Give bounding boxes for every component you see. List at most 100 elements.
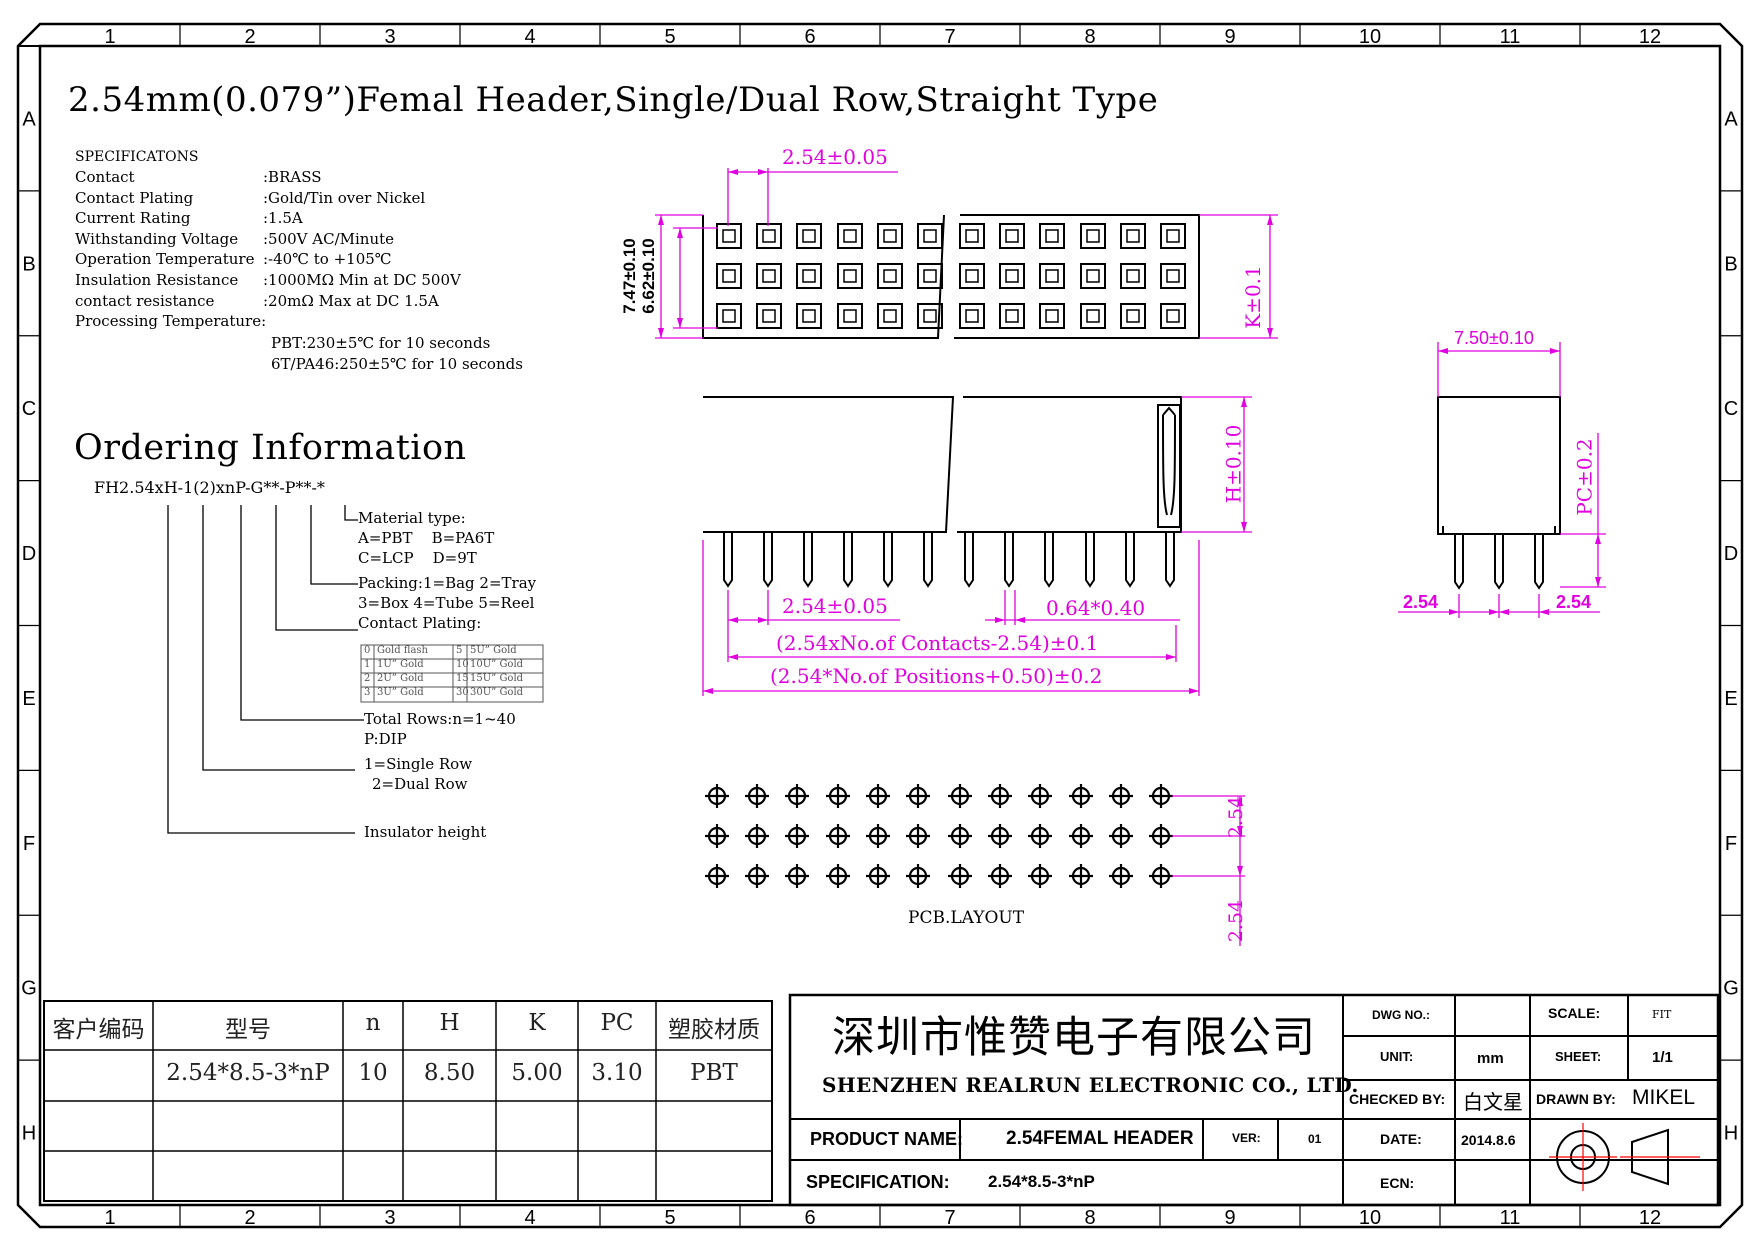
dim-front-pitch: 2.54±0.05: [782, 594, 888, 618]
grid-row-H: H: [22, 1123, 36, 1145]
dim-side-pitch-left: 2.54: [1403, 592, 1439, 612]
date-value: 2014.8.6: [1461, 1132, 1516, 1148]
spec-value: :20mΩ Max at DC 1.5A: [263, 291, 439, 310]
contact-hole-inner: [1126, 269, 1140, 283]
contact-hole-inner: [762, 269, 776, 283]
plating-cell: 3U” Gold: [377, 687, 424, 698]
contact-hole-inner: [923, 269, 937, 283]
projection-symbol: [1549, 1123, 1700, 1191]
unit-value: mm: [1477, 1050, 1504, 1067]
contact-hole-inner: [762, 229, 776, 243]
grid-row-E-right: E: [1724, 688, 1737, 710]
company-cn: 深圳市惟赞电子有限公司: [832, 1013, 1316, 1063]
spec-value: 2.54*8.5-3*nP: [988, 1172, 1095, 1191]
table-header-cell: 客户编码: [52, 1017, 145, 1043]
contact-hole-inner: [1045, 309, 1059, 323]
grid-col-3-bottom: 3: [384, 1207, 395, 1229]
dim-arrow: [1595, 534, 1601, 544]
contact-hole: [796, 263, 822, 289]
dim-arrow: [1015, 617, 1025, 623]
dim-arrow: [1237, 826, 1243, 836]
spec-label: Contact: [75, 168, 135, 186]
grid-row-C-right: C: [1724, 398, 1738, 420]
contact-hole: [999, 263, 1025, 289]
table-header-cell: 型号: [225, 1017, 271, 1043]
contact-hole: [1120, 223, 1146, 249]
grid-col-7: 7: [944, 26, 955, 48]
dim-arrow: [1438, 348, 1448, 354]
grid-col-4: 4: [524, 26, 535, 48]
dim-arrow: [758, 169, 768, 175]
processing-6t: 6T/PA46:250±5℃ for 10 seconds: [271, 355, 523, 373]
grid-col-8-bottom: 8: [1084, 1207, 1095, 1229]
grid-col-6-bottom: 6: [804, 1207, 815, 1229]
dim-positions-length: (2.54*No.of Positions+0.50)±0.2: [770, 664, 1103, 688]
dim-arrow: [658, 215, 664, 225]
spec-label: Withstanding Voltage: [75, 229, 239, 248]
contact-hole: [716, 223, 742, 249]
contact-hole: [837, 263, 863, 289]
dim-arrow: [758, 617, 768, 623]
part-code: FH2.54xH-1(2)xnP-G**-P**-*: [94, 478, 325, 497]
dim-h: H±0.10: [1221, 424, 1246, 504]
contact-hole: [959, 263, 985, 289]
dim-side-pitch-right: 2.54: [1556, 592, 1592, 612]
dim-pcb-pitch-1: 2.54: [1225, 795, 1248, 839]
contact-hole-inner: [722, 309, 736, 323]
dim-side-width: 7.50±0.10: [1454, 328, 1534, 348]
dim-arrow: [995, 617, 1005, 623]
dim-arrow: [728, 654, 738, 660]
contact-hole-inner: [802, 309, 816, 323]
spec-label: SPECIFICATION:: [806, 1172, 950, 1192]
table-cell: 8.50: [423, 1060, 476, 1086]
dim-arrow: [1241, 397, 1247, 407]
contact-hole: [917, 223, 943, 249]
contact-hole: [877, 263, 903, 289]
unit-label: UNIT:: [1380, 1049, 1414, 1064]
table-cell: 5.00: [511, 1060, 563, 1086]
grid-row-F-right: F: [1725, 833, 1737, 855]
spec-label: Operation Temperature: [75, 250, 255, 269]
grid-row-B-right: B: [1724, 253, 1737, 275]
product-label: PRODUCT NAME:: [810, 1129, 963, 1149]
dim-arrow: [658, 328, 664, 338]
contact-hole-inner: [1005, 309, 1019, 323]
grid-col-4-bottom: 4: [524, 1207, 535, 1229]
dim-arrow: [1241, 522, 1247, 532]
contact-hole-inner: [923, 229, 937, 243]
grid-row-A: A: [22, 108, 36, 130]
pcb-layout-label: PCB.LAYOUT: [908, 908, 1025, 928]
grid-col-11-bottom: 11: [1500, 1207, 1521, 1229]
front-view: [703, 396, 1182, 588]
contact-hole-inner: [843, 229, 857, 243]
pin: [843, 532, 853, 588]
plating-cell: 10U” Gold: [470, 659, 524, 670]
contact-hole-inner: [843, 309, 857, 323]
contact-hole-inner: [1166, 229, 1180, 243]
scale-label: SCALE:: [1548, 1005, 1601, 1021]
side-view: [1437, 396, 1561, 590]
front-view-body-left: [703, 396, 955, 533]
spec-value: :1.5A: [263, 209, 303, 228]
contact-hole-inner: [965, 229, 979, 243]
plating-cell: 1U” Gold: [377, 659, 424, 670]
dim-arrow: [1267, 328, 1273, 338]
dim-arrow: [1539, 609, 1549, 615]
checked-label: CHECKED BY:: [1349, 1091, 1446, 1107]
contact-hole: [837, 223, 863, 249]
contact-hole: [1039, 263, 1065, 289]
grid-col-9: 9: [1224, 26, 1235, 48]
table-header-cell: K: [528, 1010, 546, 1036]
dim-arrow: [1237, 866, 1243, 876]
grid-col-10-bottom: 10: [1359, 1207, 1381, 1229]
drawing-title: 2.54mm(0.079”)Femal Header,Single/Dual R…: [68, 80, 1159, 120]
grid-col-8: 8: [1084, 26, 1095, 48]
plating-cell: 15: [456, 673, 469, 684]
dim-arrow: [1550, 348, 1560, 354]
grid-col-5-bottom: 5: [664, 1207, 675, 1229]
title-block-lines: [788, 993, 1720, 1207]
pin: [763, 532, 773, 588]
contact-hole: [917, 303, 943, 329]
material-line-2: C=LCP D=9T: [358, 549, 477, 567]
